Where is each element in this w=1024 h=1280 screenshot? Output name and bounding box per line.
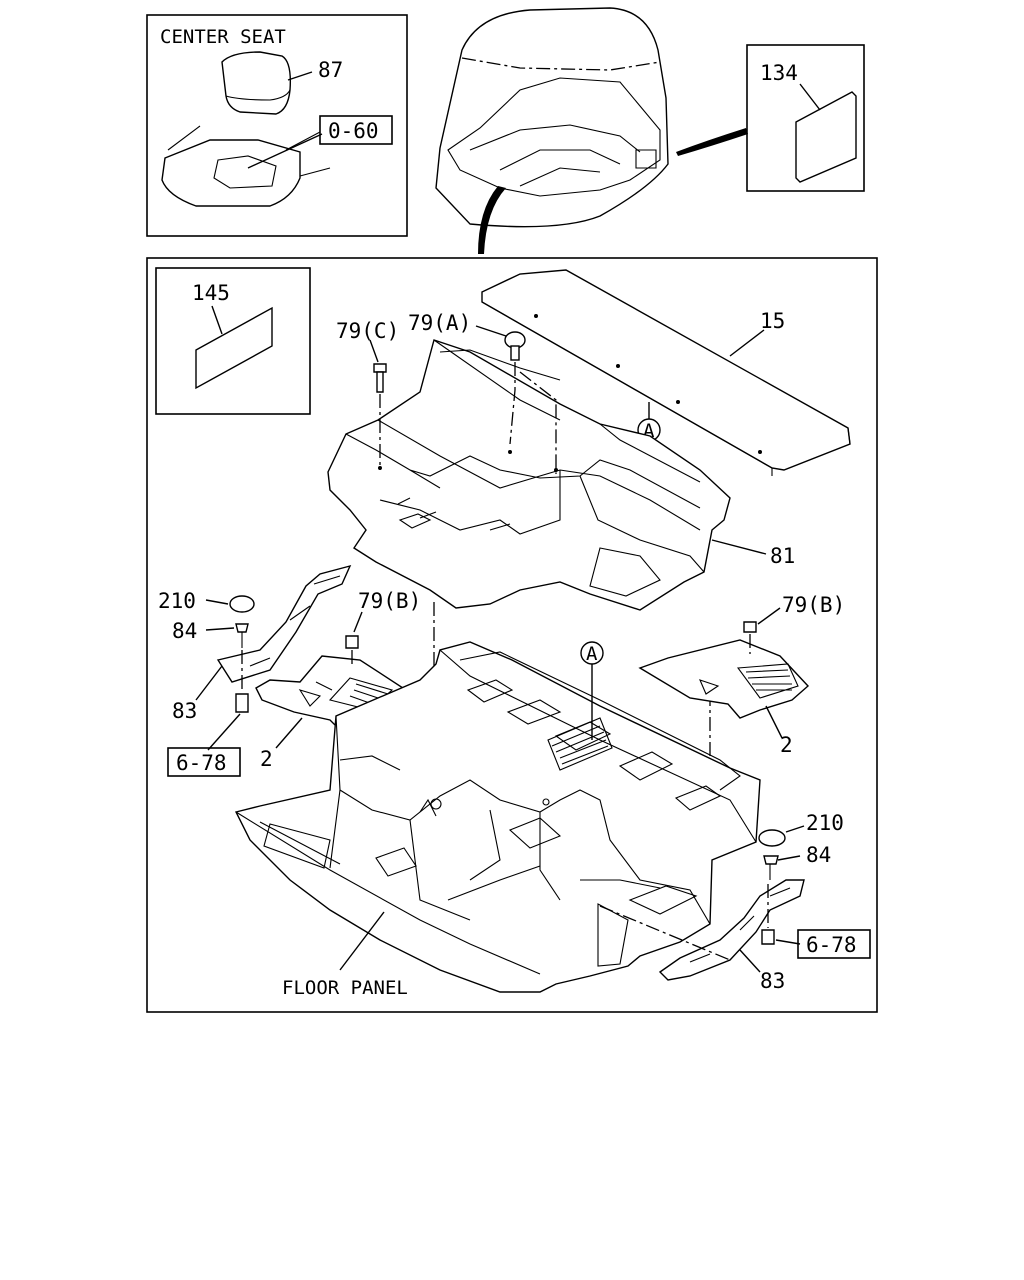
part-81-label: 81: [770, 544, 795, 568]
part-83-left-sill: [216, 564, 352, 683]
cab-illustration: [435, 7, 748, 254]
part-134-pad: [795, 91, 857, 183]
fastener-79b-left: [345, 635, 359, 649]
part-79c-label: 79(C): [336, 319, 399, 343]
ref-0-60-label: 0-60: [328, 119, 379, 143]
ref-6-78-left-box: [167, 747, 241, 777]
part-134-inset: 134: [746, 44, 865, 192]
part-84-right-screw: [763, 855, 779, 880]
part-134-label: 134: [760, 61, 798, 85]
part-145-frame: [155, 267, 311, 415]
part-145-pad: [195, 306, 273, 390]
right-clip: [761, 929, 775, 945]
part-134-frame: [746, 44, 865, 192]
ref-6-78-right-box: [797, 929, 871, 959]
fastener-79c: [373, 363, 387, 393]
part-84-left-screw: [235, 623, 249, 648]
part-210-left-label: 210: [158, 589, 196, 613]
center-seat-cushion-illustration: [221, 51, 292, 115]
part-84-left-label: 84: [172, 619, 197, 643]
part-79b-left-label: 79(B): [358, 589, 421, 613]
main-diagram-frame: [146, 257, 878, 1013]
center-seat-base-illustration: [161, 125, 331, 207]
center-seat-frame: [146, 14, 408, 237]
part-87-label: 87: [318, 58, 343, 82]
part-81-floor-cover: [327, 339, 731, 611]
ref-6-78-left-label: 6-78: [176, 751, 227, 775]
center-seat-title: CENTER SEAT: [160, 26, 286, 48]
part-2-right-mat: [638, 639, 810, 719]
ref-6-78-right-label: 6-78: [806, 933, 857, 957]
part-15-label: 15: [760, 309, 785, 333]
floor-panel-label: FLOOR PANEL: [282, 977, 408, 999]
part-79b-right-label: 79(B): [782, 593, 845, 617]
marker-a-floor: A: [580, 641, 604, 740]
part-2-right-label: 2: [780, 733, 793, 757]
part-79a-label: 79(A): [408, 311, 471, 335]
ref-0-60-box: [319, 115, 393, 145]
part-84-right-label: 84: [806, 843, 831, 867]
part-83-right-label: 83: [760, 969, 785, 993]
part-83-left-label: 83: [172, 699, 197, 723]
floor-panel: [234, 641, 761, 993]
fastener-79b-right: [743, 621, 757, 633]
left-clip: [235, 693, 249, 713]
part-210-right-cap: [758, 829, 786, 847]
fastener-79a: [504, 331, 526, 361]
part-145-label: 145: [192, 281, 230, 305]
part-210-left-cap: [229, 595, 255, 613]
marker-a-floor-label: A: [586, 643, 598, 665]
part-210-right-label: 210: [806, 811, 844, 835]
part-2-left-label: 2: [260, 747, 273, 771]
part-15-panel: [481, 269, 851, 476]
part-145-inset: 145: [155, 267, 311, 415]
center-seat-inset: CENTER SEAT 87 0-60: [146, 14, 408, 237]
